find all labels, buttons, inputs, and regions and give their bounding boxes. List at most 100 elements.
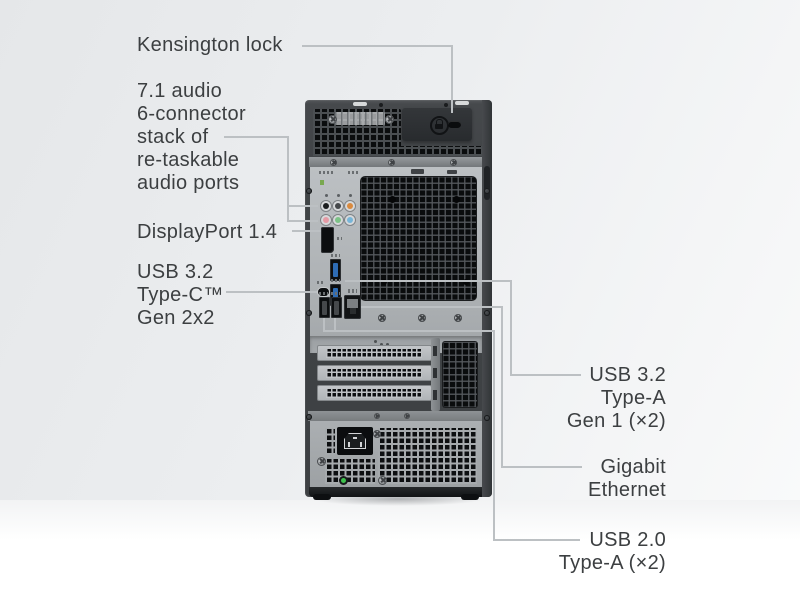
- screw: [484, 415, 490, 421]
- screw: [330, 158, 337, 166]
- audio-jack-cs: [332, 200, 344, 212]
- screw: [306, 310, 312, 316]
- usb-a-3-port-1: [330, 259, 341, 281]
- leader-audio-h: [224, 136, 289, 138]
- leader-usb20-stub1: [323, 318, 325, 332]
- power-pin: [360, 442, 362, 447]
- screw: [444, 103, 448, 107]
- ethernet-contacts: [347, 299, 358, 308]
- leader-usb20-h1: [323, 330, 495, 332]
- screw: [385, 115, 394, 124]
- leader-usb20-h2: [493, 539, 580, 541]
- io-panel: [310, 167, 482, 336]
- usb2-label: [331, 292, 340, 295]
- audio-icon: [349, 194, 352, 197]
- screw: [484, 188, 490, 194]
- vent-hole: [381, 279, 387, 285]
- usb3-label: [331, 279, 340, 282]
- usb-a-2-port-1: [319, 297, 330, 318]
- screw: [404, 413, 410, 419]
- screw: [450, 158, 457, 166]
- usb3-tongue: [333, 263, 338, 277]
- screw: [454, 314, 462, 322]
- side-edge: [482, 100, 492, 497]
- kensington-lock-slot: [448, 121, 461, 128]
- screw: [306, 188, 312, 194]
- screw: [378, 476, 387, 485]
- alignment-marks: [374, 340, 377, 343]
- ethernet-icon: [348, 289, 357, 293]
- ethernet-port: [344, 295, 361, 319]
- panel-clip: [411, 169, 424, 174]
- power-led: [339, 476, 348, 485]
- leader-ethernet-v: [501, 306, 503, 468]
- panel-markings: [319, 171, 333, 174]
- alignment-marks: [386, 343, 389, 346]
- pci-slot-cover: [317, 385, 432, 401]
- jack-color: [323, 203, 329, 209]
- jack-color: [335, 203, 341, 209]
- leader-usb-a-v: [510, 280, 512, 376]
- audio-jack-side: [344, 200, 356, 212]
- screw: [379, 103, 383, 107]
- leader-usb-a-h2: [510, 374, 581, 376]
- vent-hole: [463, 279, 469, 285]
- jack-color: [323, 217, 329, 223]
- leader-audio-stub-bottom: [287, 220, 318, 222]
- leader-usb-a-h1: [345, 280, 512, 282]
- lock-shackle: [436, 119, 443, 125]
- audio-jack-rear: [320, 200, 332, 212]
- screw: [378, 314, 386, 322]
- displayport-icon: [337, 237, 342, 240]
- foot: [461, 494, 479, 500]
- psu-panel: [310, 421, 482, 487]
- usb2-tongue: [334, 301, 339, 315]
- callout-usb-20: USB 2.0 Type-A (×2): [558, 529, 666, 574]
- displayport-port: [321, 227, 334, 253]
- leader-displayport: [292, 230, 321, 232]
- screw: [317, 457, 326, 466]
- expansion-vent-grille: [442, 341, 478, 408]
- audio-icon: [337, 194, 340, 197]
- vent-inner-strip: [335, 112, 385, 125]
- latch-notch: [433, 368, 437, 378]
- leader-usb20-v: [493, 330, 495, 541]
- screw: [484, 310, 490, 316]
- leader-kensington-v: [451, 45, 453, 113]
- usb-c-label: [317, 281, 325, 284]
- chassis-bar: [309, 157, 488, 167]
- side-handle: [484, 166, 490, 200]
- chassis-bar: [308, 411, 486, 421]
- callout-usb-a-gen1: USB 3.2 Type-A Gen 1 (×2): [566, 364, 666, 432]
- callout-gigabit-ethernet: Gigabit Ethernet: [587, 456, 666, 501]
- leader-ethernet-h1: [361, 306, 503, 308]
- expansion-latch: [431, 338, 440, 411]
- sticker: [320, 180, 324, 185]
- lock-icon: [430, 116, 449, 135]
- latch-notch: [433, 346, 437, 356]
- audio-icon: [325, 194, 328, 197]
- jack-color: [335, 217, 341, 223]
- foot: [313, 494, 331, 500]
- top-vent-grille: [313, 109, 401, 149]
- panel-markings: [348, 171, 358, 174]
- alignment-marks: [380, 343, 383, 346]
- handle-slot: [455, 101, 469, 105]
- leader-ethernet-h2: [501, 466, 582, 468]
- usb2-tongue: [322, 301, 327, 315]
- pci-perforation: [326, 348, 422, 358]
- usb3-tongue: [333, 288, 338, 302]
- power-pin: [348, 442, 350, 447]
- kensington-panel: [402, 107, 472, 141]
- usb-a-3-port-2: [330, 284, 341, 306]
- usb3-label: [331, 254, 340, 257]
- callout-usb-c: USB 3.2 Type-C™ Gen 2x2: [137, 261, 224, 329]
- leader-usb20-stub2: [334, 318, 336, 332]
- audio-jack-lineout: [332, 214, 344, 226]
- usb2-label: [319, 292, 328, 295]
- leader-kensington-h: [302, 45, 453, 47]
- screw: [418, 314, 426, 322]
- power-led-light: [341, 478, 346, 483]
- screw: [374, 413, 380, 419]
